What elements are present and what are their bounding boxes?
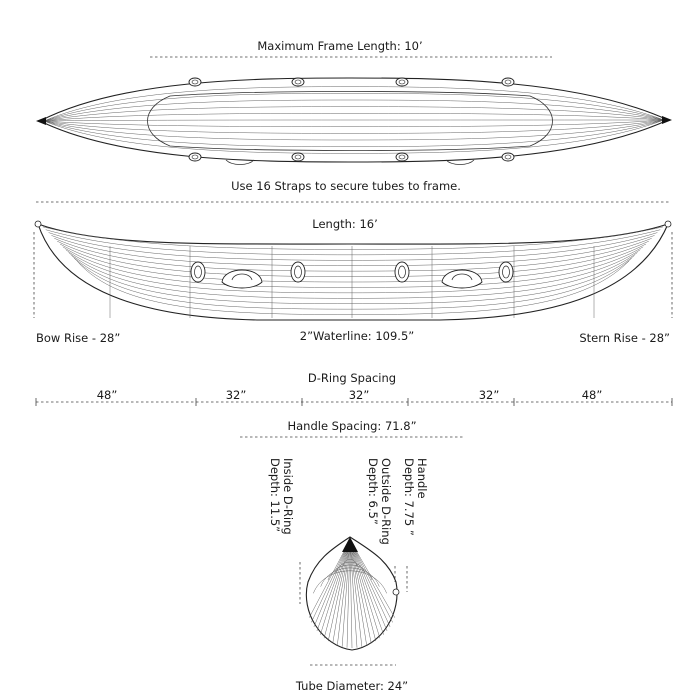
straps-note: Use 16 Straps to secure tubes to frame. <box>231 179 461 193</box>
handle-spacing-label: Handle Spacing: 71.8” <box>287 419 416 433</box>
stern-rise-label: Stern Rise - 28” <box>579 331 670 345</box>
svg-text:Depth: 6.5”: Depth: 6.5” <box>366 458 380 525</box>
inside-dring-label: Inside D-Ring Depth: 11.5” <box>268 458 295 535</box>
tube-diameter-label: Tube Diameter: 24” <box>295 679 408 693</box>
tube-cross-section <box>305 536 400 651</box>
svg-text:Inside D-Ring: Inside D-Ring <box>281 458 295 535</box>
side-view-hull <box>34 220 672 321</box>
top-view-hull <box>36 77 672 165</box>
svg-text:Depth: 11.5”: Depth: 11.5” <box>268 458 282 532</box>
dring-spacing-title: D-Ring Spacing <box>308 371 396 385</box>
dring-segment-5: 48” <box>582 388 603 402</box>
length-label: Length: 16’ <box>312 217 378 231</box>
bow-rise-label: Bow Rise - 28” <box>36 331 120 345</box>
dring-segment-2: 32” <box>226 388 247 402</box>
dring-segment-3: 32” <box>349 388 370 402</box>
waterline-label: 2”Waterline: 109.5” <box>300 329 414 343</box>
dring-segment-1: 48” <box>97 388 118 402</box>
svg-text:Outside D-Ring: Outside D-Ring <box>379 458 393 545</box>
frame-length-label: Maximum Frame Length: 10’ <box>257 39 422 53</box>
outside-dring-label: Outside D-Ring Depth: 6.5” <box>366 458 393 545</box>
svg-text:Depth: 7.75 ”: Depth: 7.75 ” <box>402 458 416 536</box>
dring-segment-4: 32” <box>479 388 500 402</box>
handle-depth-label: Handle Depth: 7.75 ” <box>402 458 429 536</box>
svg-text:Handle: Handle <box>415 458 429 499</box>
